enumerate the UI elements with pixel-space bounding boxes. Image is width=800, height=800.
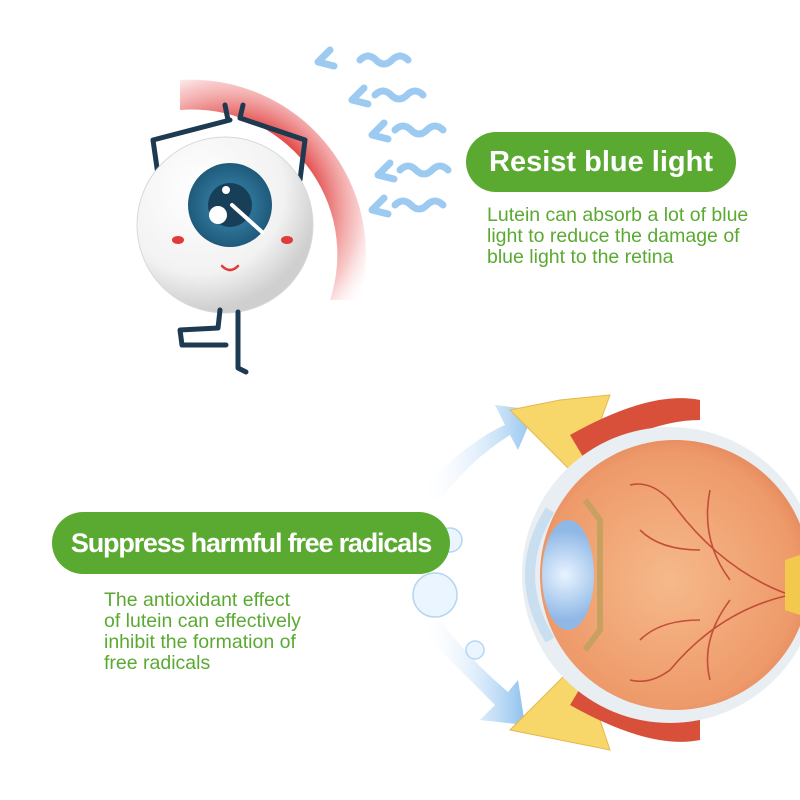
blue-light-wave-icons xyxy=(314,46,452,218)
blue-arrow-up xyxy=(420,405,535,500)
eye-anatomy-illustration xyxy=(412,394,800,751)
suppress-free-radicals-title: Suppress harmful free radicals xyxy=(52,512,450,574)
description-line: The antioxidant effect xyxy=(104,589,291,611)
red-glow-arc xyxy=(180,79,366,301)
blue-arrow-down xyxy=(420,620,525,725)
resist-blue-light-title: Resist blue light xyxy=(466,132,736,192)
description-line: light to reduce the damage of xyxy=(487,225,740,247)
description-line: of lutein can effectively xyxy=(104,610,301,632)
resist-blue-light-description: Lutein can absorb a lot of blue light to… xyxy=(487,205,797,268)
mascot-arms xyxy=(150,102,308,183)
suppress-free-radicals-description: The antioxidant effect of lutein can eff… xyxy=(104,590,354,674)
mascot-legs xyxy=(177,307,249,375)
eye-lens xyxy=(542,520,594,630)
description-line: inhibit the formation of xyxy=(104,631,296,653)
description-line: free radicals xyxy=(104,652,211,674)
description-line: Lutein can absorb a lot of blue xyxy=(487,204,749,226)
description-line: blue light to the retina xyxy=(487,246,674,268)
cartoon-eyeball-illustration xyxy=(136,46,452,375)
